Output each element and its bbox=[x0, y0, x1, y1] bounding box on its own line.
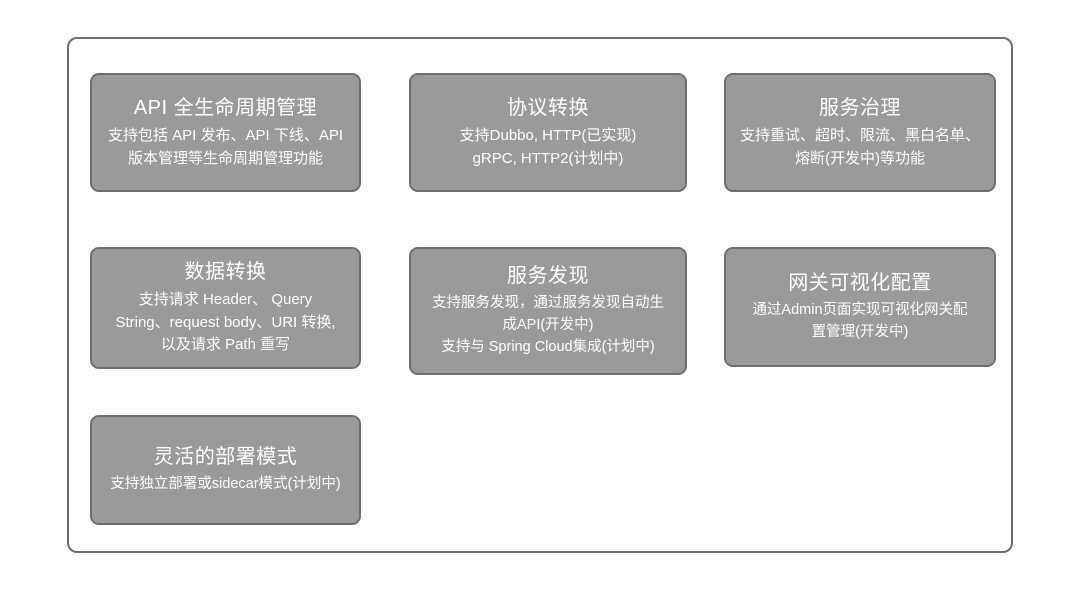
feature-card-description: 通过Admin页面实现可视化网关配 置管理(开发中) bbox=[746, 300, 973, 344]
description-line: 熔断(开发中)等功能 bbox=[794, 149, 925, 167]
description-line: 以及请求 Path 重写 bbox=[160, 336, 291, 354]
feature-card-title: 灵活的部署模式 bbox=[153, 446, 298, 469]
feature-card-deploy-mode[interactable]: 灵活的部署模式 支持独立部署或sidecar模式(计划中) bbox=[90, 415, 361, 525]
feature-card-description: 支持包括 API 发布、API 下线、API 版本管理等生命周期管理功能 bbox=[102, 125, 349, 170]
description-line: 支持与 Spring Cloud集成(计划中) bbox=[441, 338, 655, 355]
feature-overview-frame: API 全生命周期管理 支持包括 API 发布、API 下线、API 版本管理等… bbox=[67, 37, 1013, 553]
feature-card-description: 支持重试、超时、限流、黑白名单、 熔断(开发中)等功能 bbox=[734, 125, 986, 170]
description-line: 支持请求 Header、 Query bbox=[138, 291, 313, 309]
feature-card-protocol[interactable]: 协议转换 支持Dubbo, HTTP(已实现) gRPC, HTTP2(计划中) bbox=[409, 73, 687, 192]
feature-card-title: 服务治理 bbox=[819, 97, 901, 119]
feature-card-governance[interactable]: 服务治理 支持重试、超时、限流、黑白名单、 熔断(开发中)等功能 bbox=[724, 73, 996, 192]
description-line: 支持重试、超时、限流、黑白名单、 bbox=[739, 127, 980, 144]
feature-card-description: 支持Dubbo, HTTP(已实现) gRPC, HTTP2(计划中) bbox=[454, 125, 643, 170]
feature-card-title: 协议转换 bbox=[507, 97, 589, 119]
description-line: 通过Admin页面实现可视化网关配 bbox=[752, 302, 968, 319]
feature-card-data-transform[interactable]: 数据转换 支持请求 Header、 Query String、request b… bbox=[90, 247, 361, 369]
feature-card-api-lifecycle[interactable]: API 全生命周期管理 支持包括 API 发布、API 下线、API 版本管理等… bbox=[90, 73, 361, 192]
description-line: 支持独立部署或sidecar模式(计划中) bbox=[110, 476, 341, 493]
feature-card-title: 服务发现 bbox=[507, 265, 589, 288]
description-line: 支持包括 API 发布、API 下线、API bbox=[107, 127, 344, 144]
description-line: 版本管理等生命周期管理功能 bbox=[127, 149, 323, 167]
feature-card-description: 支持独立部署或sidecar模式(计划中) bbox=[104, 474, 346, 496]
description-line: 支持Dubbo, HTTP(已实现) bbox=[459, 127, 637, 144]
description-line: String、request body、URI 转换, bbox=[115, 313, 336, 331]
feature-card-description: 支持服务发现，通过服务发现自动生 成API(开发中) 支持与 Spring Cl… bbox=[426, 293, 670, 358]
feature-card-service-discovery[interactable]: 服务发现 支持服务发现，通过服务发现自动生 成API(开发中) 支持与 Spri… bbox=[409, 247, 687, 375]
feature-card-title: 数据转换 bbox=[184, 261, 267, 284]
description-line: 置管理(开发中) bbox=[811, 324, 909, 340]
description-line: 成API(开发中) bbox=[502, 317, 594, 334]
feature-card-title: 网关可视化配置 bbox=[788, 272, 932, 295]
description-line: 支持服务发现，通过服务发现自动生 bbox=[432, 295, 664, 312]
feature-card-title: API 全生命周期管理 bbox=[133, 97, 318, 119]
description-line: gRPC, HTTP2(计划中) bbox=[472, 149, 624, 167]
feature-card-description: 支持请求 Header、 Query String、request body、U… bbox=[109, 289, 341, 357]
feature-card-gateway-visual-config[interactable]: 网关可视化配置 通过Admin页面实现可视化网关配 置管理(开发中) bbox=[724, 247, 996, 367]
